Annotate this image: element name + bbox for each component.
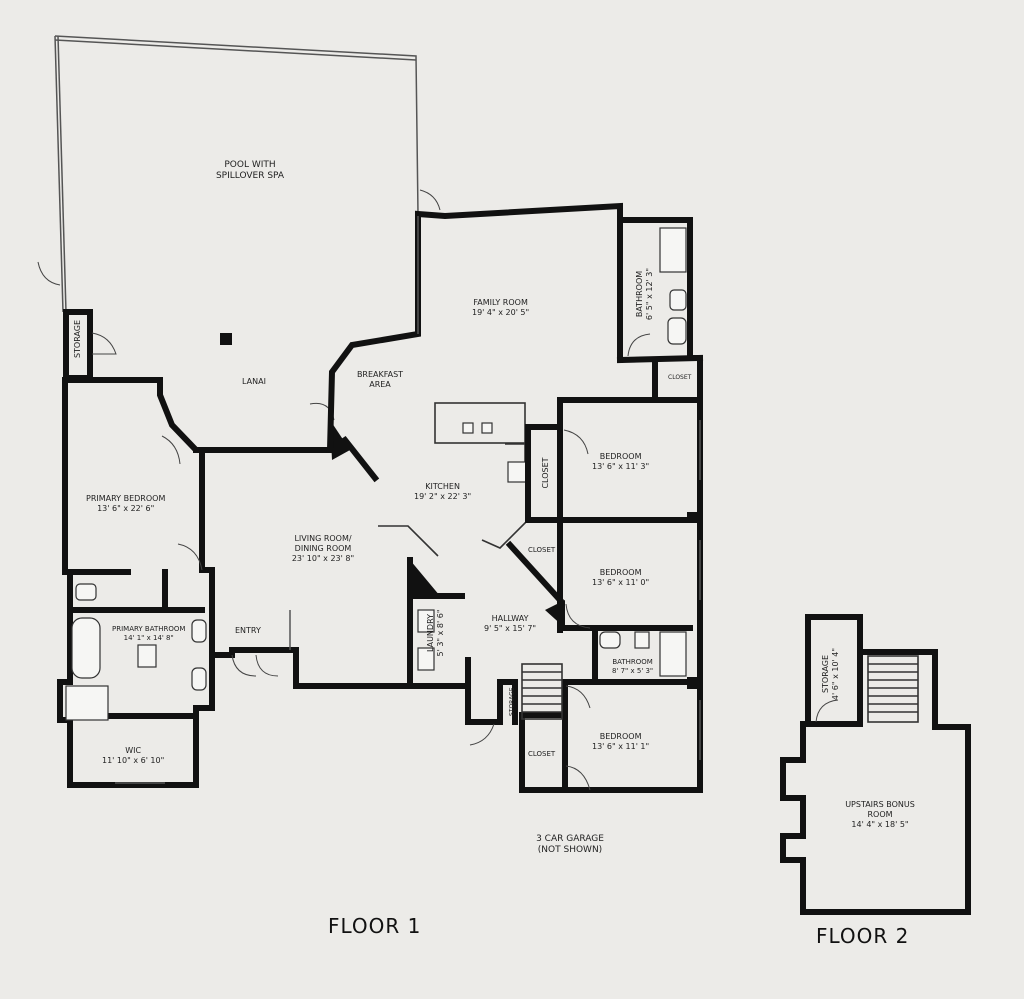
storage-up-door [815,699,839,723]
primary-shower [65,685,109,721]
bath-top-door [627,333,651,357]
floor2-walls [780,614,971,915]
kitchen-sink-left [462,422,474,434]
entry-double-door [231,654,279,677]
lanai-living-wall [193,435,380,483]
living-entry-walls [209,647,413,689]
lanai-column [220,333,232,345]
label-storage-small: STORAGE [508,687,516,717]
pool-screen-left-inner [57,35,67,313]
pool-screen-left [54,35,64,313]
primary-toilet [137,644,157,668]
note-garage: 3 CAR GARAGE (NOT SHOWN) [536,834,604,856]
pool-door-swing [37,261,61,286]
hall-stair [521,663,563,720]
laundry-dryer [417,647,435,671]
pool-screen-top-inner [54,39,417,61]
closet-bot-door [565,765,591,791]
primary-suite-walls [57,377,215,788]
kitchen-island [434,402,526,444]
lanai-bed-door [161,435,181,465]
label-closet-bot: CLOSET [528,750,556,758]
label-closet-v: CLOSET [541,457,550,489]
upstairs-stair [867,655,919,723]
kitchen-sink-right [481,422,493,434]
bath-mid-tub [659,631,687,677]
bath-mid-toilet [634,631,650,649]
pool-screen-enclosure [54,35,419,215]
bed3-door [565,685,591,709]
bed1-door [563,429,589,455]
bath-top-tub [659,227,687,273]
family-room-walls [326,202,623,454]
bath-top-sink [667,317,687,345]
hall-exit-door [469,723,495,746]
bath-top-toilet [669,289,687,311]
storage-door-swing [91,332,117,355]
primary-bed-door [177,543,203,571]
primary-wc [75,583,97,601]
label-entry: ENTRY [235,626,261,635]
label-lanai: LANAI [242,377,266,386]
primary-sink-2 [191,667,207,691]
laundry-washer [417,609,435,633]
label-storage-left: STORAGE [73,319,82,359]
bed2-door [565,603,591,629]
kitchen-counter [481,443,529,549]
primary-tub [71,617,101,679]
label-closet-mid: CLOSET [528,546,556,554]
primary-sink-1 [191,619,207,643]
kitchen-lower-counter [378,525,439,557]
cooktop [507,461,527,483]
floor1-title: FLOOR 1 [328,914,422,938]
label-breakfast: BREAKFAST AREA [356,370,404,389]
bath-mid-sink [599,631,621,649]
lanai-corner-block [330,420,350,460]
laundry-walls [407,557,471,689]
hall-storage-walls [465,679,518,725]
label-pool: POOL WITH SPILLOVER SPA [215,160,285,182]
east-bedrooms-walls [519,397,703,793]
closet-mid-walls [505,540,565,605]
bath-top-bottom-wall [616,354,704,364]
pool-door-swing-right [419,189,441,211]
hall-corner-block [545,600,565,628]
laundry-corner-block [410,560,440,596]
label-closet-top: CLOSET [668,374,692,381]
floor2-title: FLOOR 2 [816,924,910,948]
